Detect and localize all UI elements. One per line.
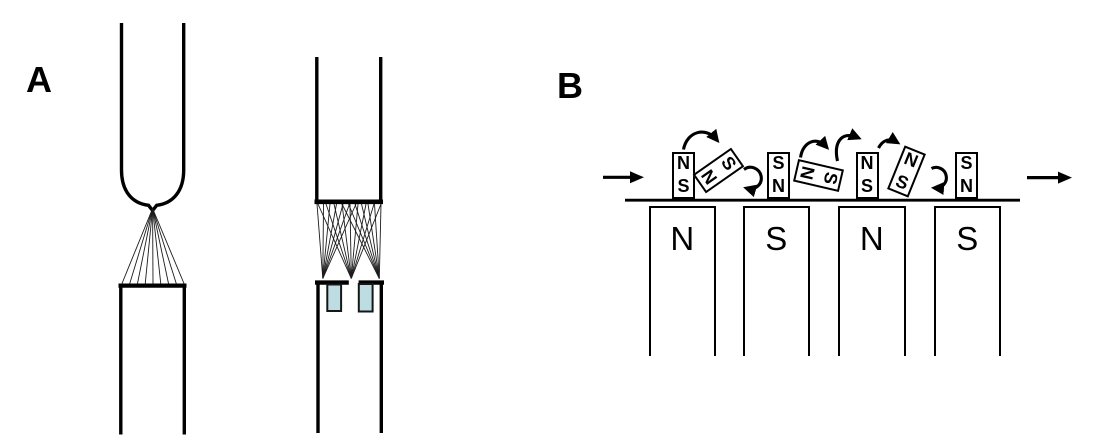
rotation-arrow-1-icon (681, 128, 720, 150)
upper-tube-walls (315, 57, 383, 200)
panel-a-label: A (26, 59, 52, 100)
track-magnet-2: S (742, 206, 810, 356)
rotation-arrow-6-icon (930, 165, 948, 195)
collector-plate-right (357, 283, 374, 313)
pole-label-bottom: N (772, 176, 785, 197)
pole-label: S (956, 220, 979, 257)
pole-label-bottom: S (892, 170, 912, 194)
lower-tube-walls (316, 284, 383, 433)
panel-b-label: B (557, 65, 583, 106)
pole-label-top: N (901, 148, 921, 172)
track-magnet-4: S (933, 206, 1001, 356)
pole-label-bottom: S (677, 176, 690, 197)
track-magnet-1: N (648, 206, 716, 356)
rotation-arrow-5-icon (877, 132, 901, 149)
pole-label-bottom: N (960, 176, 973, 197)
flow-arrow-right-icon (1027, 171, 1072, 184)
pole-label-bottom: N (796, 164, 819, 182)
rotation-arrows (681, 128, 948, 198)
pole-label: N (670, 220, 695, 257)
pole-label-bottom: N (697, 165, 722, 189)
focused-beam-fan (121, 208, 185, 284)
pole-label-top: S (960, 152, 973, 173)
pole-label-top: S (717, 152, 741, 174)
lower-tube-walls (119, 287, 186, 435)
pole-label-bottom: S (860, 176, 873, 197)
upper-tube-rounded-tip (119, 23, 186, 214)
converging-beam-fans (316, 203, 382, 279)
rotation-arrow-4-icon (834, 128, 862, 162)
pole-label: S (765, 220, 788, 257)
collector-plate-left (326, 283, 343, 312)
free-magnet-3: S N (767, 151, 790, 199)
panel-a-left-assembly (118, 23, 187, 435)
pole-label-top: N (860, 152, 874, 173)
panel-b-linework (603, 128, 1072, 202)
panel-a-right-assembly (314, 57, 384, 433)
free-magnet-5: N S (855, 151, 879, 199)
rotation-arrow-3-icon (798, 135, 830, 158)
pole-label-top: S (772, 152, 785, 173)
pole-label-top: N (677, 152, 690, 173)
rotation-arrow-2-icon (743, 165, 763, 198)
free-magnet-7: S N (955, 151, 978, 199)
flow-arrow-left-icon (603, 171, 644, 184)
free-magnet-1: N S (672, 151, 695, 199)
track-magnet-3: N (838, 206, 906, 356)
pole-label: N (859, 220, 884, 257)
pole-label-top: S (819, 170, 842, 187)
